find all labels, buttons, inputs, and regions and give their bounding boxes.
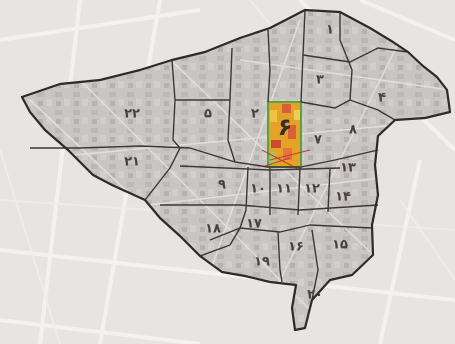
district-label-8: ۸ <box>349 123 357 138</box>
district-label-13: ۱۳ <box>340 161 356 176</box>
district-label-2: ۲ <box>251 107 259 122</box>
district-label-21: ۲۱ <box>124 155 140 170</box>
district-6-highlight[interactable] <box>261 101 311 171</box>
district-label-6: ۶ <box>278 113 293 141</box>
district-label-19: ۱۹ <box>254 255 270 270</box>
district-label-4: ۴ <box>378 91 386 106</box>
district-label-5: ۵ <box>204 107 212 122</box>
district-label-15: ۱۵ <box>332 238 348 253</box>
district-label-12: ۱۲ <box>304 182 320 197</box>
district-label-7: ۷ <box>314 133 322 148</box>
district-label-10: ۱۰ <box>250 182 266 197</box>
district-label-11: ۱۱ <box>276 182 292 197</box>
city-outline <box>22 10 450 330</box>
district-label-17: ۱۷ <box>246 217 262 232</box>
district-label-20: ۲۰ <box>307 288 323 303</box>
district-boundaries <box>30 9 409 301</box>
district-label-14: ۱۴ <box>335 190 351 205</box>
district-label-22: ۲۲ <box>124 107 140 122</box>
district-label-1: ۱ <box>326 23 334 38</box>
district-label-18: ۱۸ <box>205 222 221 237</box>
city-border <box>20 8 452 332</box>
district-label-3: ۳ <box>316 73 324 88</box>
district-label-9: ۹ <box>218 178 226 193</box>
district-label-16: ۱۶ <box>288 240 304 255</box>
